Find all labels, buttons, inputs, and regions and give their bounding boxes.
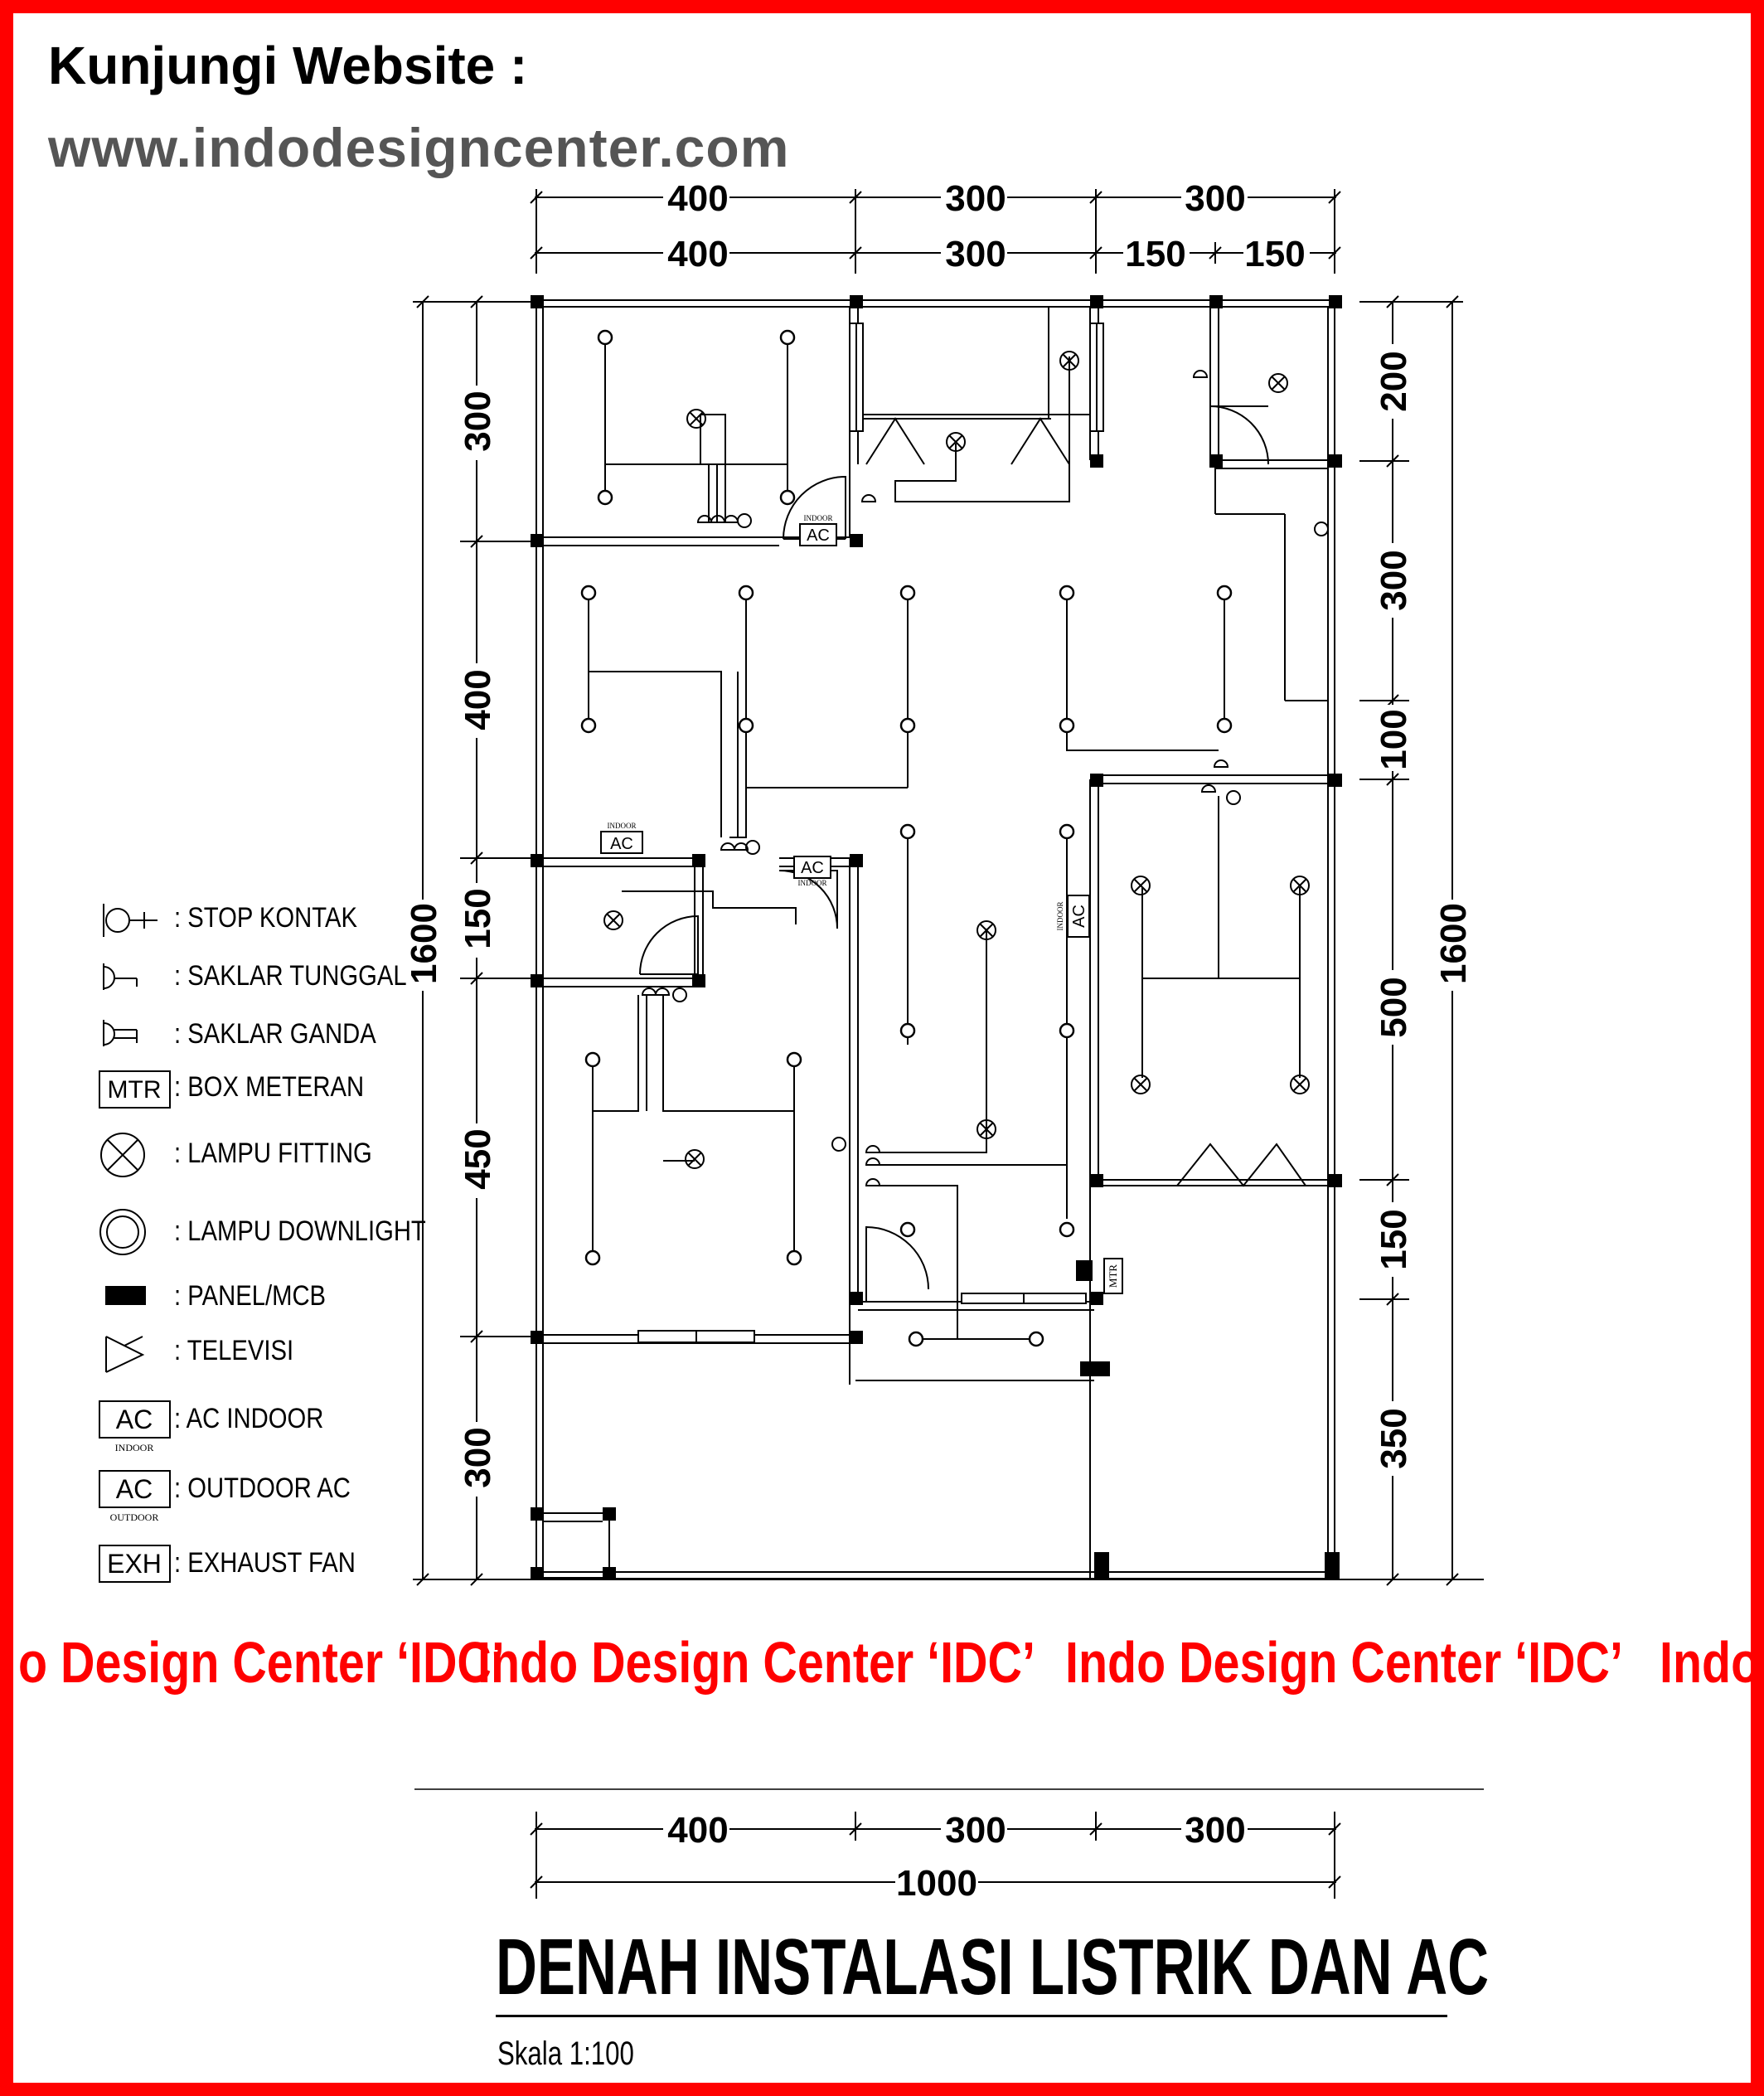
panel-mcb-icon xyxy=(105,1286,146,1305)
legend-label-lampu-downlight: : LAMPU DOWNLIGHT xyxy=(174,1215,426,1247)
dim-right-3: 100 xyxy=(1374,709,1414,769)
walls xyxy=(536,299,1335,1579)
ac-indoor-label-4: INDOOR xyxy=(1056,902,1064,931)
ac-indoor-symbol-text: AC xyxy=(116,1405,153,1434)
lampu-fitting-icon xyxy=(100,1133,145,1177)
saklar-tunggal-icon xyxy=(103,963,138,990)
dim-top-3: 300 xyxy=(1185,178,1245,219)
dim-bottom-1: 400 xyxy=(667,1810,728,1851)
ac-indoor-label-2: INDOOR xyxy=(608,822,637,830)
mtr-label: MTR xyxy=(1107,1264,1119,1288)
ac-outdoor-symbol-text: AC xyxy=(116,1474,153,1504)
ac-outdoor-icon xyxy=(99,1470,171,1508)
watermark-partial-right: Indo xyxy=(1660,1630,1761,1695)
dim-bottom-2: 300 xyxy=(945,1810,1006,1851)
downlights xyxy=(580,329,1233,1347)
indoor-sub-text: INDOOR xyxy=(115,1442,154,1453)
dimension-right xyxy=(1359,295,1463,1586)
lampu-downlight-icon xyxy=(99,1209,146,1255)
legend-label-box-meteran: : BOX METERAN xyxy=(174,1071,365,1103)
exhaust-fan-icon xyxy=(99,1545,171,1583)
ac-label-4: AC xyxy=(1070,905,1088,928)
legend-symbols xyxy=(99,904,171,1583)
watermark-2: Indo Design Center ‘IDC’ xyxy=(1065,1630,1623,1695)
watermark-partial-left: o Design Center ‘IDC’ xyxy=(18,1630,505,1695)
ac-indoor-label-3: INDOOR xyxy=(798,879,827,887)
dimension-top-labels: 400 300 300 400 300 150 150 xyxy=(663,178,1310,274)
legend-label-lampu-fitting: : LAMPU FITTING xyxy=(174,1138,372,1169)
panel-mcb xyxy=(1076,1260,1093,1281)
mtr-symbol-text: MTR xyxy=(108,1076,162,1104)
saklar-ganda-icon xyxy=(103,1020,138,1046)
wiring xyxy=(588,340,1301,1340)
dimension-right-labels: 200 300 100 500 150 350 1600 xyxy=(1374,344,1474,1476)
stop-kontak-icon xyxy=(103,904,158,937)
ac-label-1: AC xyxy=(807,526,830,545)
ac-units xyxy=(600,523,1123,1294)
dim-left-2: 400 xyxy=(458,669,498,730)
legend-label-saklar-tunggal: : SAKLAR TUNGGAL xyxy=(174,960,407,992)
exh-symbol-text: EXH xyxy=(107,1549,162,1579)
dim-top2-3: 150 xyxy=(1125,234,1185,274)
legend-label-exhaust-fan: : EXHAUST FAN xyxy=(174,1547,356,1579)
dim-left-total: 1600 xyxy=(404,903,444,984)
dim-left-3: 150 xyxy=(458,888,498,949)
dim-bottom-3: 300 xyxy=(1185,1810,1245,1851)
doors xyxy=(639,405,1269,1302)
dim-right-6: 350 xyxy=(1374,1408,1414,1468)
ac-label-2: AC xyxy=(610,835,633,853)
dim-bottom-total: 1000 xyxy=(896,1863,977,1904)
visit-website-label: Kunjungi Website : xyxy=(48,36,528,95)
dim-right-2: 300 xyxy=(1374,550,1414,610)
dim-top2-1: 400 xyxy=(667,234,728,274)
ac-indoor-label-1: INDOOR xyxy=(804,514,833,522)
ac-unit-labels: AC INDOOR AC INDOOR AC INDOOR AC INDOOR … xyxy=(608,514,1120,1288)
dim-top-2: 300 xyxy=(945,178,1006,219)
dim-left-1: 300 xyxy=(458,391,498,451)
watermark-1: Indo Design Center ‘IDC’ xyxy=(477,1630,1035,1695)
outdoor-sub-text: OUTDOOR xyxy=(110,1511,159,1523)
dimension-bottom-labels: 400 300 300 1000 xyxy=(663,1810,1248,1904)
televisi-icon xyxy=(105,1336,145,1373)
legend-label-ac-indoor: : AC INDOOR xyxy=(174,1403,324,1434)
drawing-scale: Skala 1:100 xyxy=(497,2035,634,2072)
drawing-title: DENAH INSTALASI LISTRIK DAN AC xyxy=(496,1923,1490,2011)
columns xyxy=(531,295,1342,1580)
dim-right-5: 150 xyxy=(1374,1209,1414,1269)
legend-label-panel-mcb: : PANEL/MCB xyxy=(174,1280,327,1312)
dim-right-4: 500 xyxy=(1374,977,1414,1037)
dim-left-5: 300 xyxy=(458,1427,498,1487)
fitting-lights xyxy=(603,351,1310,1169)
box-meteran-icon xyxy=(99,1070,171,1109)
dim-top2-4: 150 xyxy=(1244,234,1305,274)
ac-indoor-icon xyxy=(99,1400,171,1439)
title-underline xyxy=(496,2015,1447,2017)
dim-top2-2: 300 xyxy=(945,234,1006,274)
legend-label-stop-kontak: : STOP KONTAK xyxy=(174,902,357,934)
dim-right-1: 200 xyxy=(1374,351,1414,411)
legend-label-saklar-ganda: : SAKLAR GANDA xyxy=(174,1018,376,1050)
legend-label-outdoor-ac: : OUTDOOR AC xyxy=(174,1473,351,1504)
dimension-left-labels: 300 400 150 450 300 1600 xyxy=(404,386,498,1497)
ac-label-3: AC xyxy=(801,859,824,877)
legend-label-televisi: : TELEVISI xyxy=(174,1335,294,1366)
dim-top-1: 400 xyxy=(667,178,728,219)
dim-left-4: 450 xyxy=(458,1128,498,1189)
dim-right-total: 1600 xyxy=(1433,903,1474,984)
website-url[interactable]: www.indodesigncenter.com xyxy=(48,117,790,178)
legend-symbol-text: MTR AC INDOOR AC OUTDOOR EXH xyxy=(107,1076,162,1579)
dimension-left xyxy=(413,295,1484,1586)
switches xyxy=(641,370,1329,1186)
windows xyxy=(637,323,1104,1343)
